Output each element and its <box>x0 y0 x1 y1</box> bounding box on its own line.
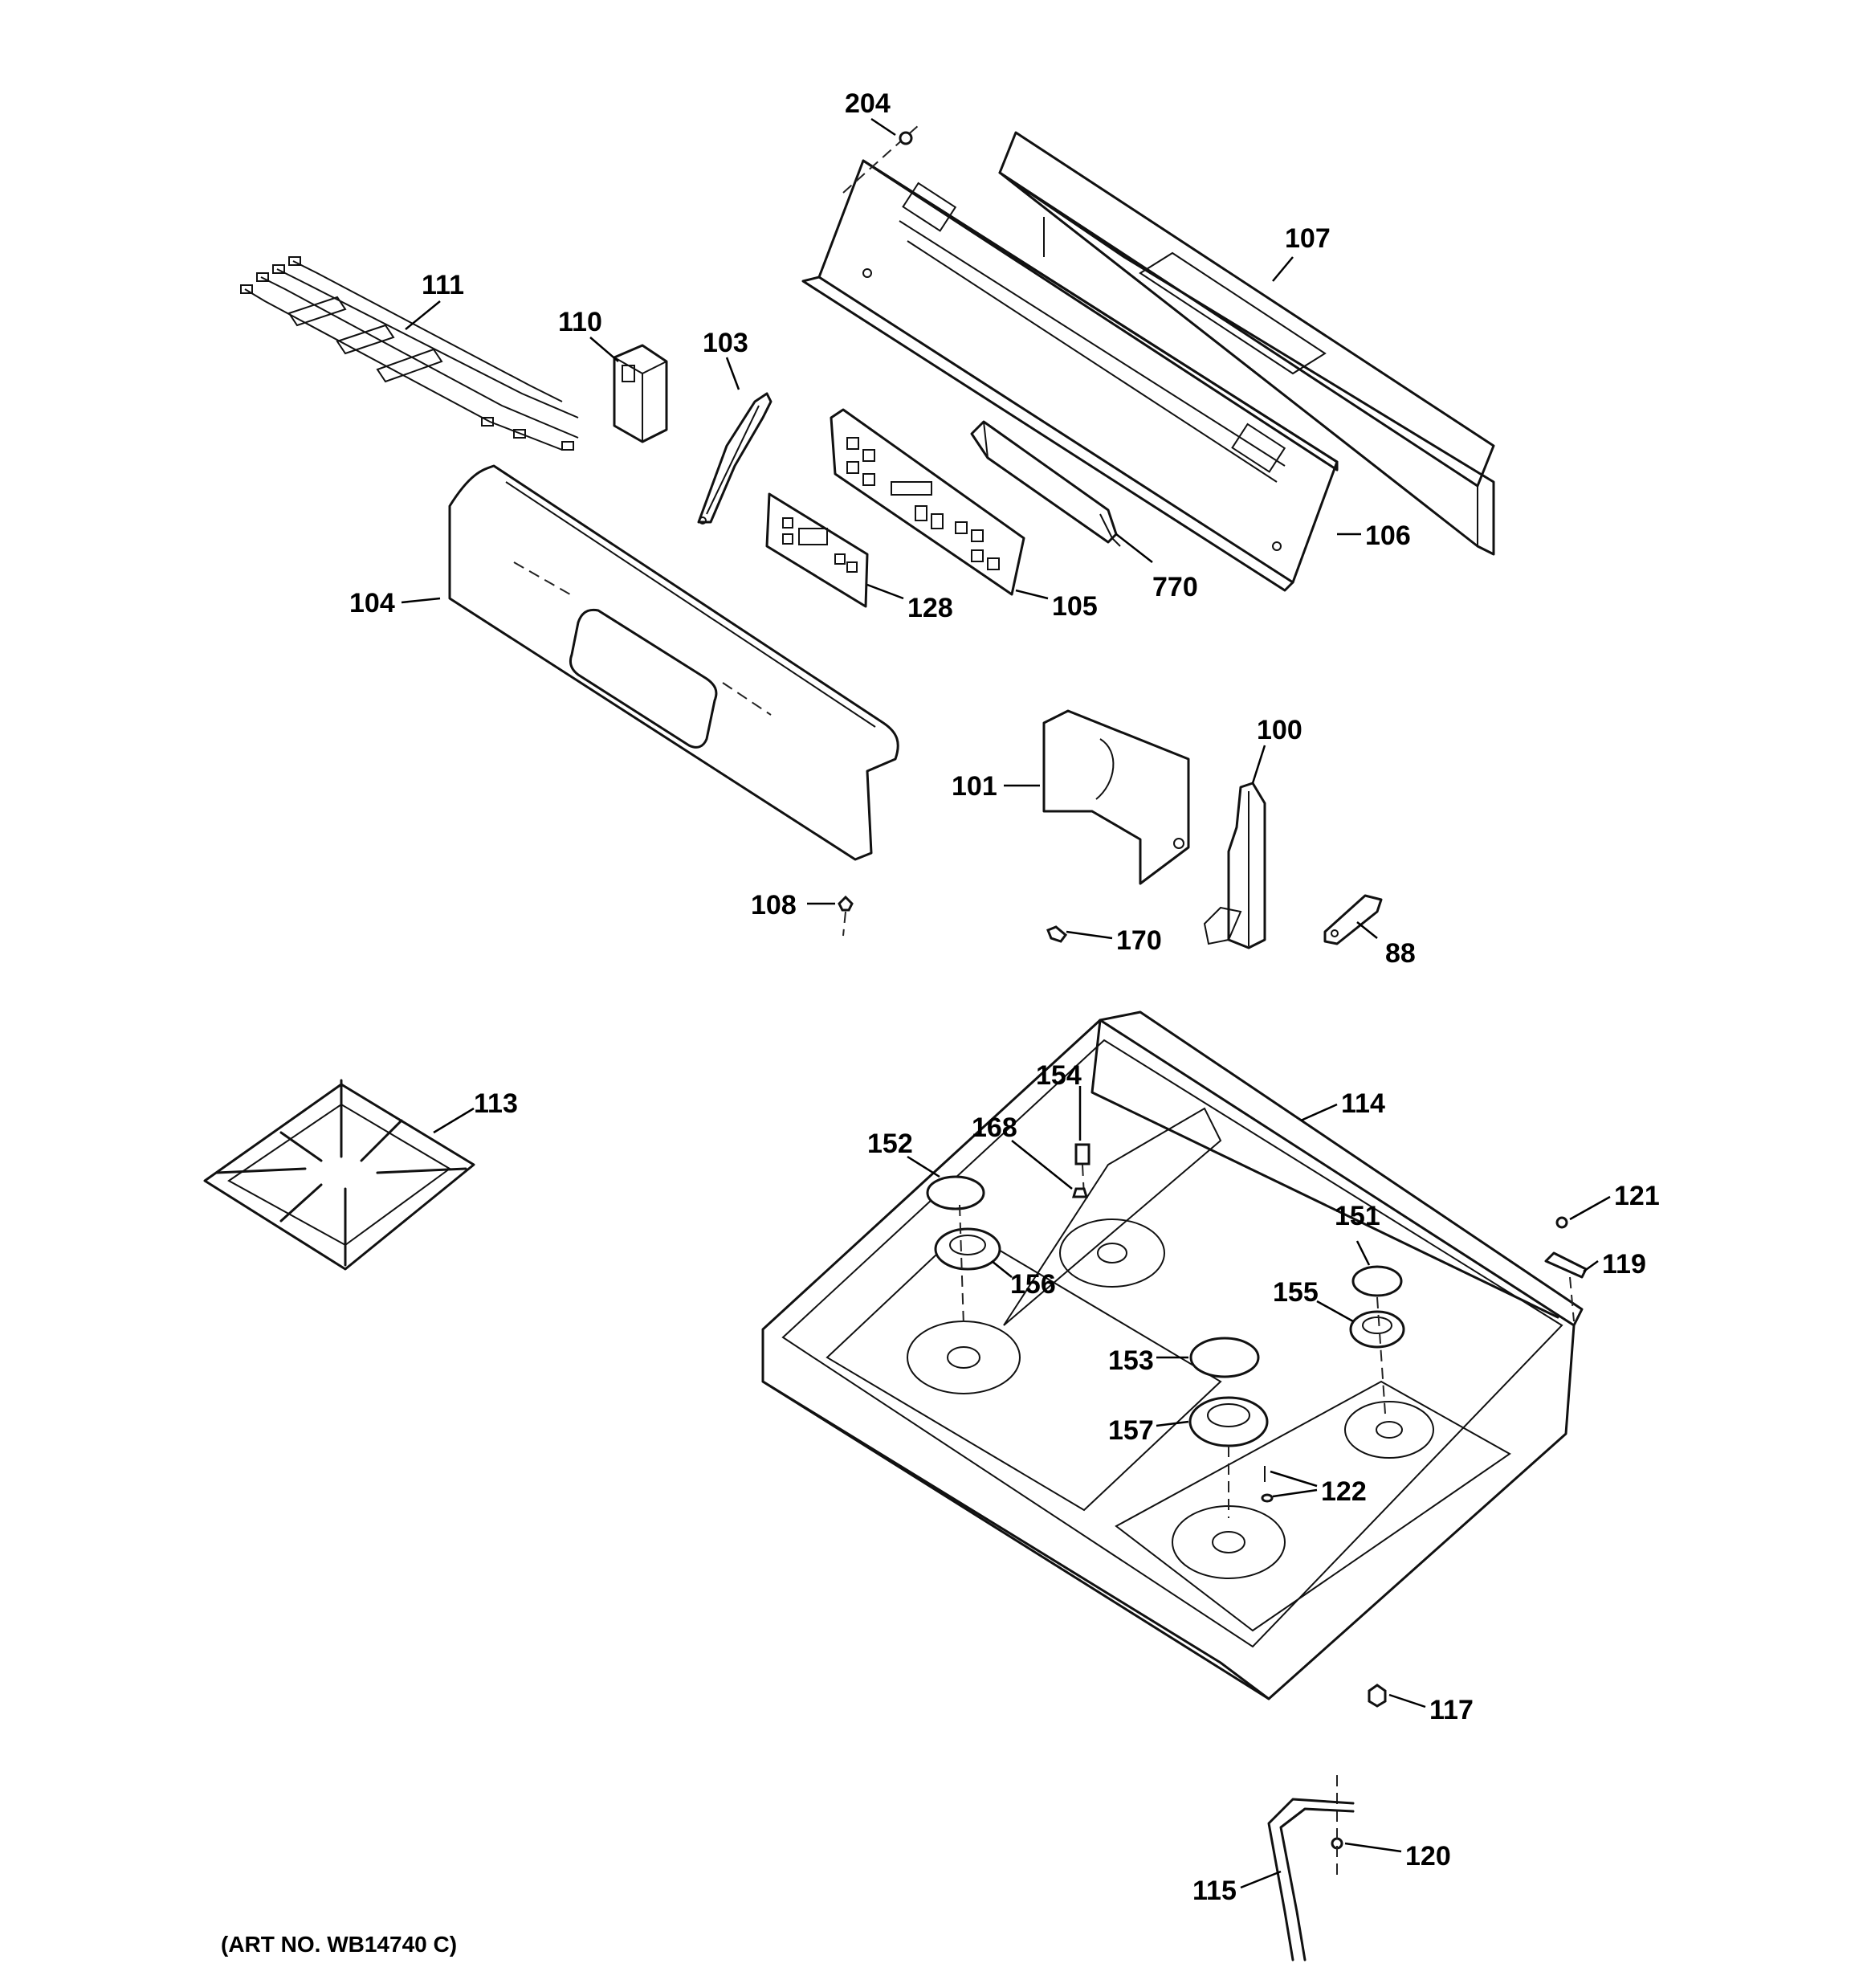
callout-128: 128 <box>907 593 953 623</box>
callout-107: 107 <box>1285 223 1331 254</box>
burner-head-157 <box>1188 1396 1269 1518</box>
callout-104: 104 <box>349 588 395 618</box>
callout-108: 108 <box>751 890 797 921</box>
burner-cap-152 <box>926 1175 985 1210</box>
leader-lines <box>401 117 1611 1889</box>
relay-110 <box>613 344 668 443</box>
screw-108 <box>838 895 854 937</box>
screws-122 <box>1261 1466 1274 1503</box>
callout-152: 152 <box>867 1129 913 1159</box>
burner-head-156 <box>934 1204 1001 1326</box>
callout-151: 151 <box>1335 1201 1380 1231</box>
callout-105: 105 <box>1052 591 1098 622</box>
callout-120: 120 <box>1405 1841 1451 1872</box>
callout-111: 111 <box>422 270 464 300</box>
callout-88: 88 <box>1385 938 1416 969</box>
rod-115 <box>1267 1798 1355 1961</box>
orifice-168 <box>1071 1187 1089 1198</box>
bracket-100 <box>1203 782 1266 949</box>
nut-117 <box>1368 1684 1387 1708</box>
shield-770 <box>970 420 1121 547</box>
callout-113: 113 <box>474 1088 518 1119</box>
bracket-103 <box>697 392 773 525</box>
callout-119: 119 <box>1602 1249 1646 1280</box>
control-board-105 <box>830 408 1025 596</box>
bracket-101 <box>1042 709 1190 885</box>
screw-204 <box>842 124 920 194</box>
control-panel-104 <box>448 464 899 861</box>
callout-122: 122 <box>1321 1476 1367 1507</box>
callout-labels: 204 107 111 110 103 106 770 104 128 105 … <box>349 88 1660 1906</box>
callout-157: 157 <box>1108 1415 1154 1446</box>
callout-100: 100 <box>1257 715 1302 745</box>
callout-103: 103 <box>703 328 748 358</box>
callout-155: 155 <box>1273 1277 1319 1308</box>
burner-cap-153 <box>1189 1337 1260 1378</box>
callout-114: 114 <box>1341 1088 1385 1119</box>
callout-106: 106 <box>1365 520 1411 551</box>
burner-cap-151 <box>1351 1265 1403 1297</box>
callout-168: 168 <box>972 1112 1017 1143</box>
screw-170 <box>1046 925 1068 943</box>
callout-154: 154 <box>1036 1060 1082 1091</box>
clip-88 <box>1323 894 1383 945</box>
burner-head-155 <box>1349 1296 1405 1414</box>
wire-harness-111 <box>240 256 579 451</box>
callout-156: 156 <box>1010 1269 1056 1300</box>
callout-153: 153 <box>1108 1345 1154 1376</box>
callout-121: 121 <box>1614 1181 1660 1211</box>
callout-204: 204 <box>845 88 891 119</box>
callout-110: 110 <box>558 307 602 337</box>
screw-120 <box>1331 1775 1343 1880</box>
backsplash-106 <box>801 159 1339 592</box>
grate-113 <box>203 1079 475 1271</box>
callout-170: 170 <box>1116 925 1162 956</box>
callout-101: 101 <box>952 771 997 802</box>
screw-121 <box>1555 1216 1568 1229</box>
callout-115: 115 <box>1192 1876 1237 1906</box>
callout-117: 117 <box>1429 1695 1474 1725</box>
art-number-label: (ART NO. WB14740 C) <box>221 1932 458 1957</box>
callout-770: 770 <box>1152 572 1198 602</box>
keypad-128 <box>765 492 869 608</box>
rear-trim-107 <box>998 131 1495 556</box>
cooktop-114 <box>761 1010 1584 1700</box>
